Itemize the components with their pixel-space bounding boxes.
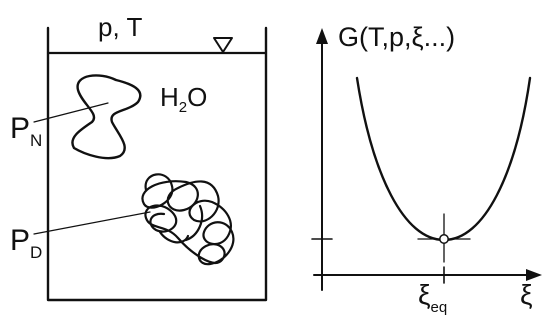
native-leader-line: [33, 102, 109, 123]
native-protein-shape: [71, 74, 142, 160]
denatured-leader-line: [33, 211, 151, 235]
container-walls: [46, 26, 268, 302]
denatured-protein-coil: [141, 173, 235, 266]
y-axis-label: G(T,p,ξ...): [338, 22, 455, 52]
x-axis-label: ξ: [520, 279, 533, 310]
x-axis-arrow-icon: [526, 269, 542, 281]
native-state-label: PN: [10, 112, 42, 150]
header-label: p, T: [98, 12, 142, 42]
y-axis-arrow-icon: [316, 28, 328, 44]
denatured-state-label: PD: [10, 224, 42, 262]
minimum-point-icon: [439, 234, 449, 244]
container: [46, 26, 268, 302]
axes: [311, 28, 542, 291]
equilibrium-label: ξeq: [418, 279, 447, 316]
liquid-level-icon: [213, 37, 233, 53]
solvent-label: H2O: [160, 82, 207, 116]
